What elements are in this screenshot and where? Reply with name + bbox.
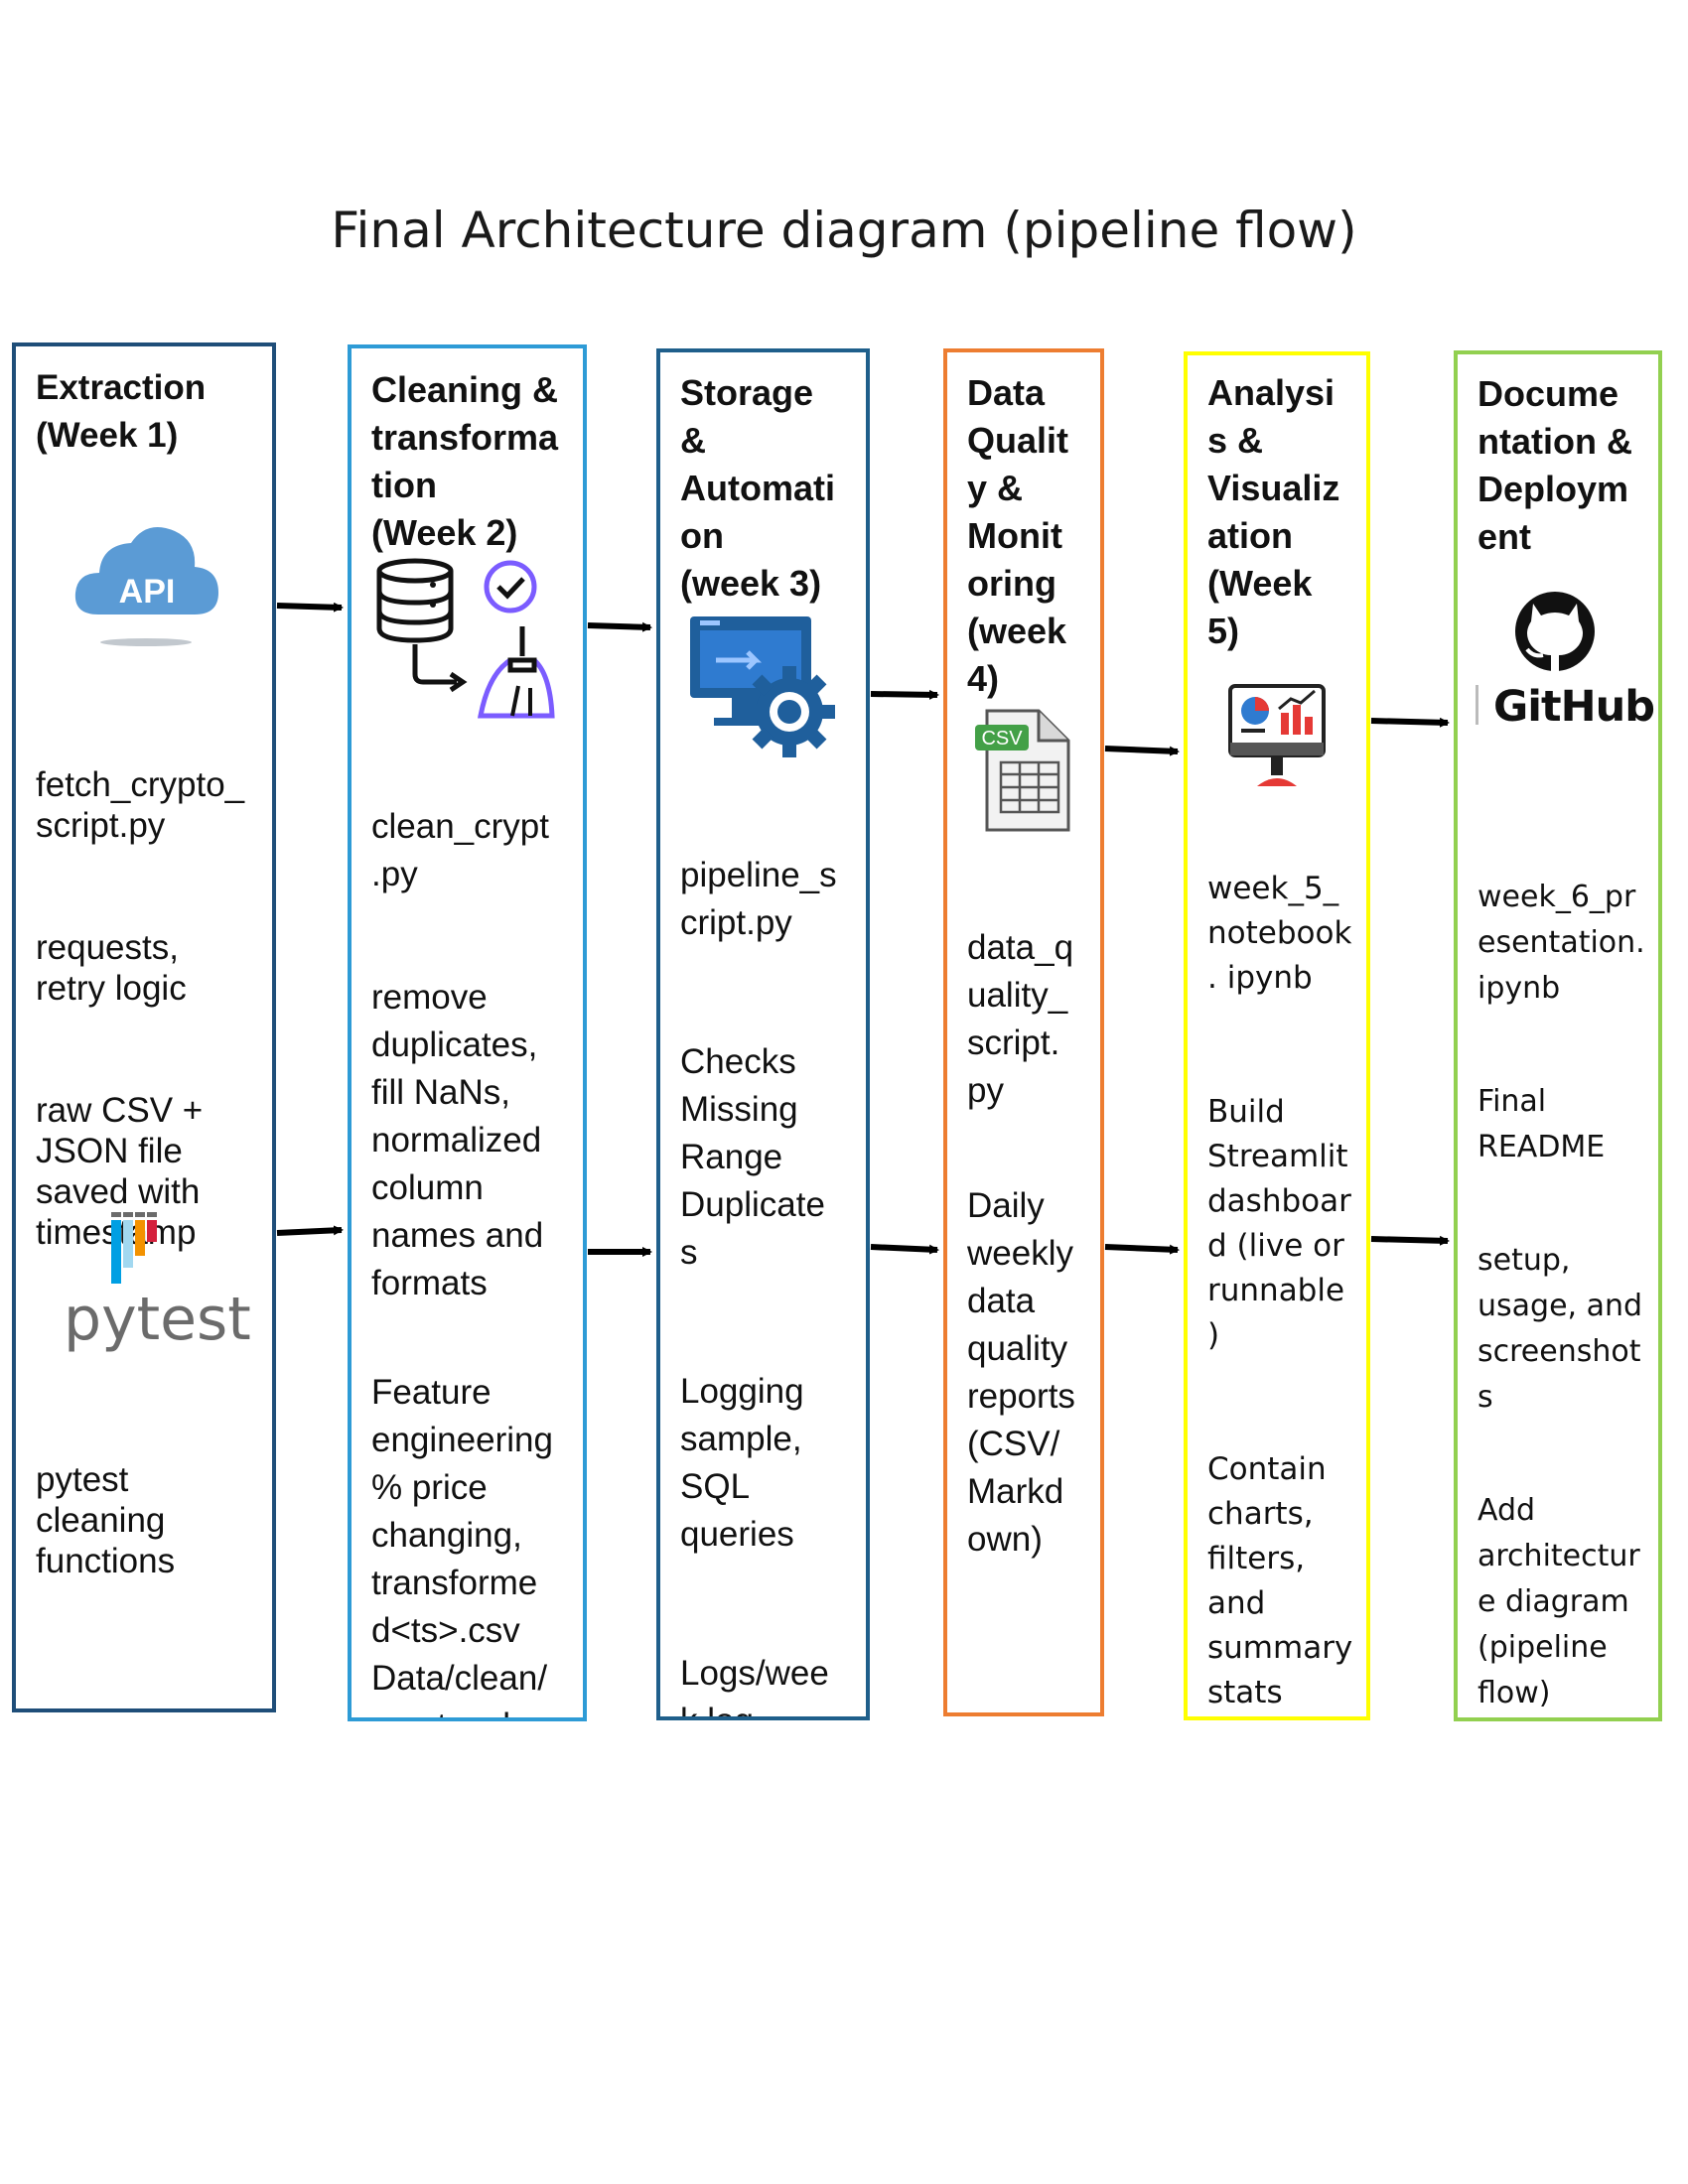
stage-cleaning: Cleaning & transforma tion (Week 2) clea… xyxy=(348,344,587,1721)
api-label: API xyxy=(119,573,176,611)
detail-item: Feature engineering % price changing, tr… xyxy=(371,1373,553,1717)
stage-details-2: pytest cleaning functions xyxy=(36,1419,264,1648)
automation-monitor-icon xyxy=(690,616,835,757)
stage-heading: Extraction (Week 1) xyxy=(36,368,207,455)
dashboard-monitor-icon xyxy=(1228,684,1326,786)
github-label: GitHub xyxy=(1493,682,1654,732)
csv-label: CSV xyxy=(981,728,1023,750)
detail-item: Contain charts, filters, and summary sta… xyxy=(1207,1451,1353,1710)
arrow-analysis-to-docs-top xyxy=(1370,717,1450,728)
database-broom-icon xyxy=(376,558,555,719)
detail-item: week_5_ notebook . ipynb xyxy=(1207,871,1352,996)
stage-extraction: Extraction (Week 1) API fetch_crypto_ sc… xyxy=(12,342,276,1712)
detail-item: Daily weekly data quality reports (CSV/ … xyxy=(967,1186,1075,1559)
stage-heading: Data Qualit y & Monit oring (week 4) xyxy=(967,372,1069,699)
stage-documentation: Docume ntation & Deploym ent GitHub week… xyxy=(1454,350,1662,1721)
detail-item: fetch_crypto_ script.py xyxy=(36,765,245,845)
detail-item: data_q uality_ script. py xyxy=(967,928,1074,1110)
stage-details: week_5_ notebook . ipynb Build Streamlit… xyxy=(1207,822,1358,1716)
detail-item: requests, retry logic xyxy=(36,928,187,1008)
detail-item: Logs/wee k.log xyxy=(680,1654,829,1716)
detail-item: pytest cleaning functions xyxy=(36,1460,176,1580)
detail-item: clean_crypt .py xyxy=(371,807,549,893)
arrow-extraction-to-cleaning-top xyxy=(276,602,344,613)
detail-item: Add architectur e diagram (pipeline flow… xyxy=(1477,1493,1640,1710)
stage-details: week_6_pr esentation. ipynb Final README… xyxy=(1477,829,1650,1717)
detail-item: pipeline_s cript.py xyxy=(680,856,837,942)
arrow-storage-to-quality-top xyxy=(870,689,939,700)
csv-file-icon: CSV xyxy=(975,709,1070,832)
stage-heading: Cleaning & transforma tion (Week 2) xyxy=(371,369,559,553)
stage-heading: Docume ntation & Deploym ent xyxy=(1477,373,1632,557)
arrow-analysis-to-docs-bottom xyxy=(1370,1235,1450,1246)
detail-item: Checks Missing Range Duplicate s xyxy=(680,1042,825,1272)
pytest-label: pytest xyxy=(64,1285,251,1354)
stage-details: data_q uality_ script. py Daily weekly d… xyxy=(967,877,1092,1637)
diagram-title: Final Architecture diagram (pipeline flo… xyxy=(331,202,1357,259)
stage-details: clean_crypt .py remove duplicates, fill … xyxy=(371,755,575,1717)
detail-item: week_6_pr esentation. ipynb xyxy=(1477,880,1645,1006)
stage-details: fetch_crypto_ script.py requests, retry … xyxy=(36,724,264,1319)
stage-storage: Storage & Automati on (week 3) pipeline_… xyxy=(656,348,870,1720)
detail-item: Build Streamlit dashboar d (live or runn… xyxy=(1207,1094,1351,1353)
detail-item: Logging sample, SQL queries xyxy=(680,1372,804,1554)
arrow-cleaning-to-storage-top xyxy=(587,621,652,632)
detail-item: setup, usage, and screenshot s xyxy=(1477,1243,1643,1415)
stage-data-quality: Data Qualit y & Monit oring (week 4) CSV… xyxy=(943,348,1104,1716)
detail-item: Final README xyxy=(1477,1084,1606,1164)
arrow-storage-to-quality-bottom xyxy=(870,1244,939,1255)
arrow-extraction-to-cleaning-bottom xyxy=(276,1225,344,1236)
stage-details: pipeline_s cript.py Checks Missing Range… xyxy=(680,804,858,1716)
stage-heading: Storage & Automati on (week 3) xyxy=(680,372,835,604)
github-logo: GitHub xyxy=(1476,592,1654,732)
detail-item: remove duplicates, fill NaNs, normalized… xyxy=(371,978,544,1302)
arrow-quality-to-analysis-bottom xyxy=(1104,1244,1180,1255)
pytest-logo: pytest xyxy=(64,1212,251,1354)
api-cloud-icon: API xyxy=(74,527,218,646)
arrow-quality-to-analysis-top xyxy=(1104,746,1180,756)
stage-analysis: Analysi s & Visualiz ation (Week 5) week… xyxy=(1184,351,1370,1720)
stage-heading: Analysi s & Visualiz ation (Week 5) xyxy=(1207,372,1340,651)
